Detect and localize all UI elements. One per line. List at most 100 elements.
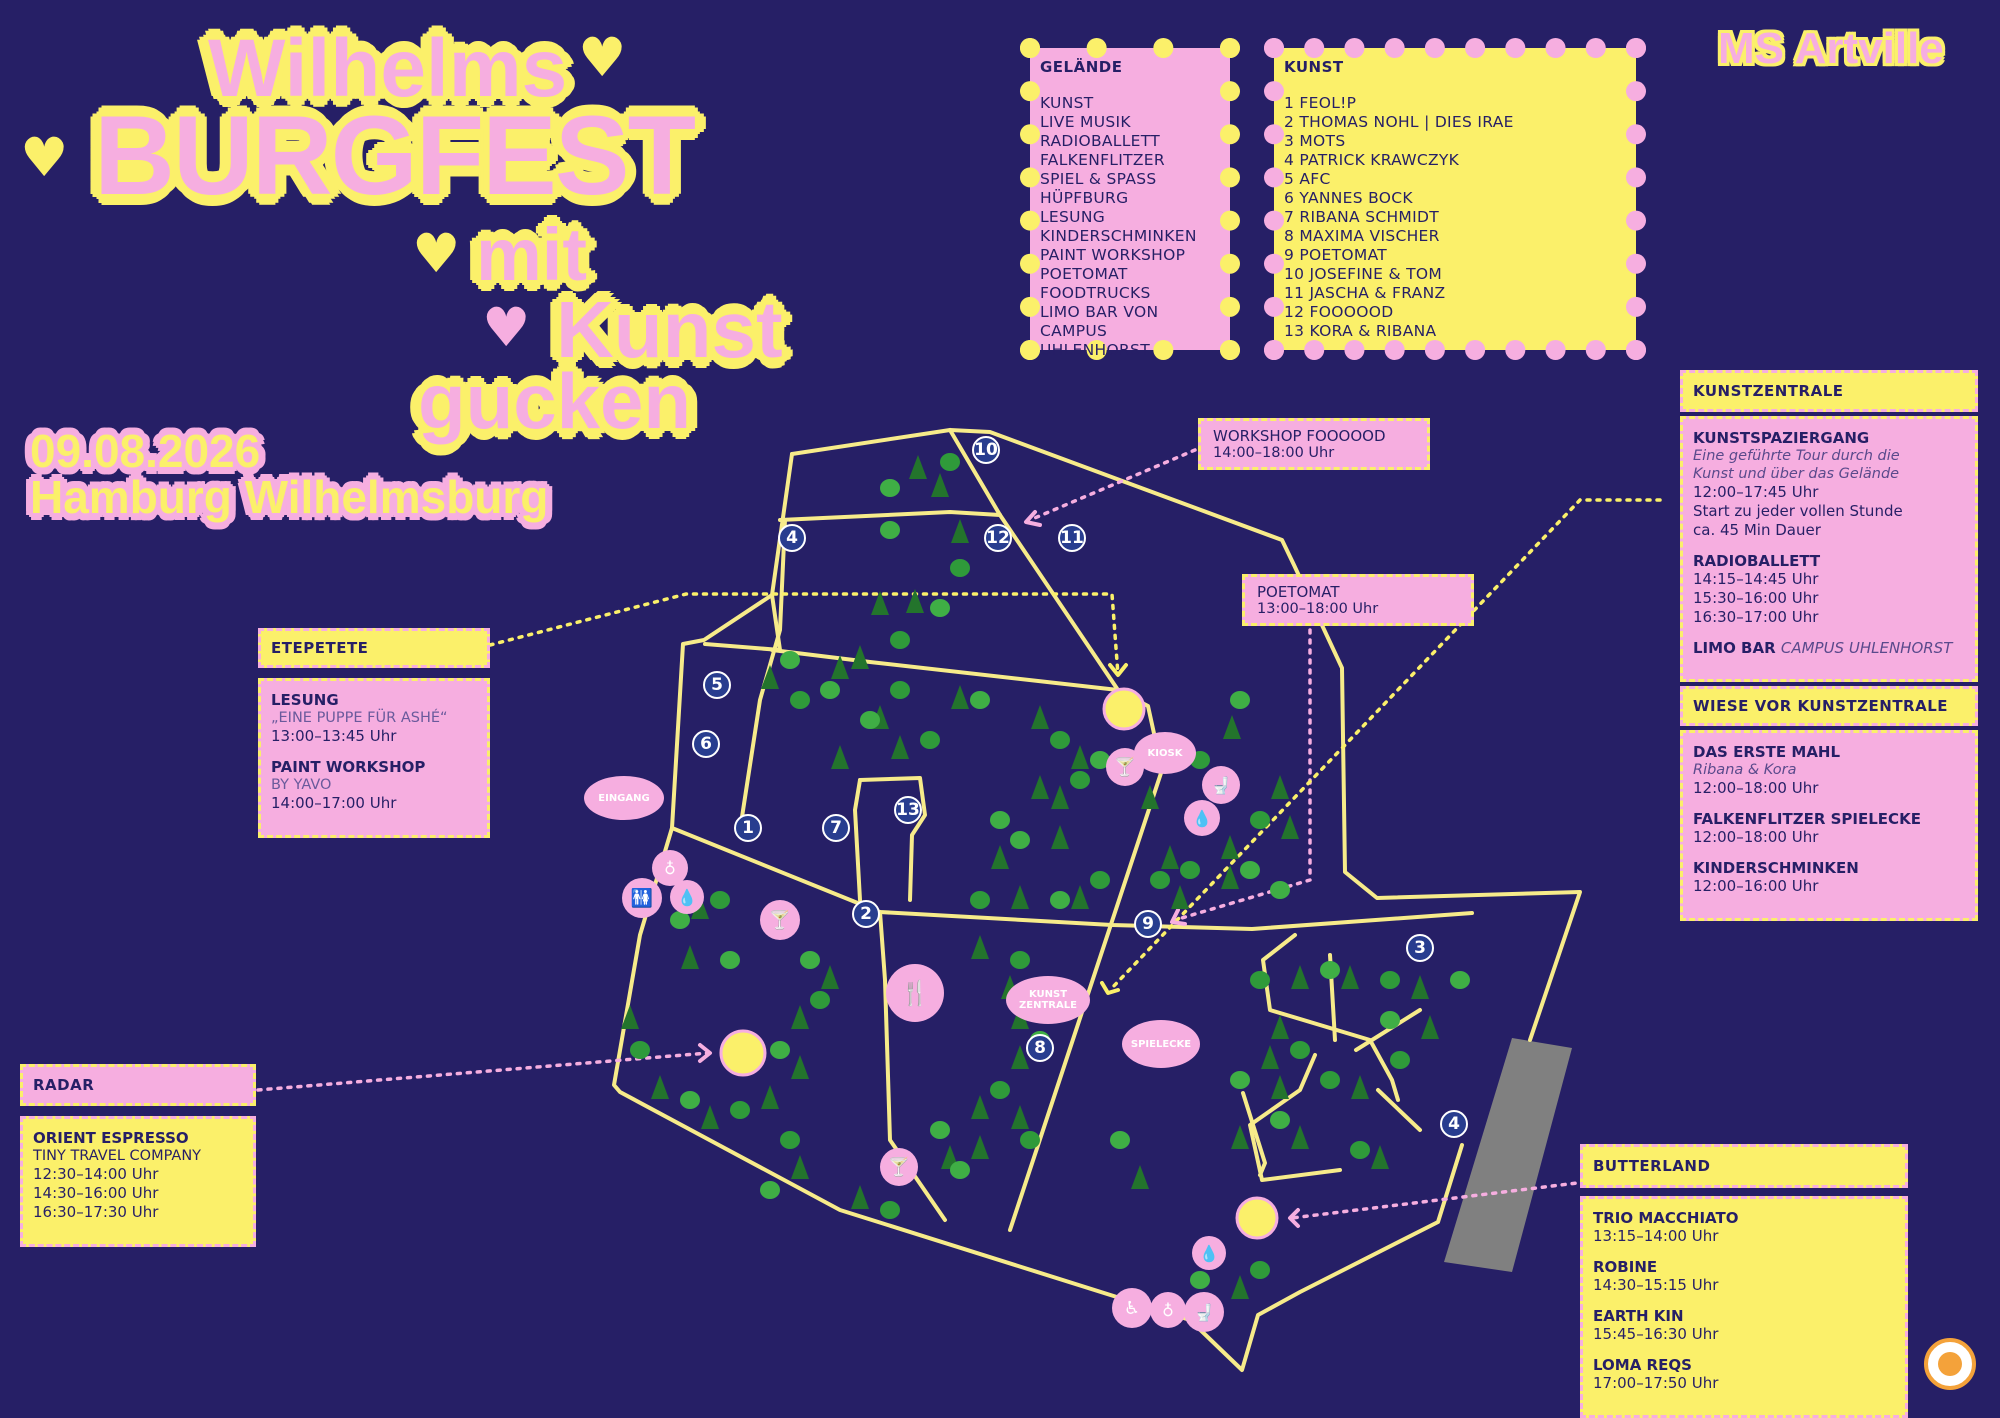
tree [820, 681, 840, 699]
cocktail-icon: 🍸 [880, 1148, 918, 1186]
kunstzentrale-label: KUNST ZENTRALE [1006, 976, 1090, 1024]
event-entry: LESUNG„EINE PUPPE FÜR ASHÉ“13:00–13:45 U… [271, 691, 477, 746]
tree [1411, 975, 1429, 999]
tree [1190, 1271, 1210, 1289]
frame-dot [1424, 38, 1445, 58]
artwork-marker-10[interactable]: 10 [972, 436, 1000, 464]
tree [920, 731, 940, 749]
tree [1011, 885, 1029, 909]
title-line-gucken: gucken [418, 357, 692, 445]
event-name: PAINT WORKSHOP [271, 758, 426, 776]
tree [800, 951, 820, 969]
event-time: 12:30–14:00 Uhr 14:30–16:00 Uhr 16:30–17… [33, 1165, 159, 1221]
kunst-item: 12 FOOOOOD [1284, 303, 1394, 321]
frame-dot [1153, 340, 1174, 360]
tree [1131, 1165, 1149, 1189]
event-time: 14:15–14:45 Uhr 15:30–16:00 Uhr 16:30–17… [1693, 570, 1819, 626]
artwork-marker-6[interactable]: 6 [692, 730, 720, 758]
artwork-marker-12[interactable]: 12 [984, 524, 1012, 552]
artwork-marker-9[interactable]: 9 [1134, 910, 1162, 938]
tree [1250, 811, 1270, 829]
brand-logo-text: MS Artville [1718, 24, 1944, 73]
tree [1290, 1041, 1310, 1059]
tree [1070, 771, 1090, 789]
gelaende-item: FALKENFLITZER SPIEL & SPASS [1040, 151, 1165, 188]
frame-dot [1020, 38, 1040, 58]
event-time: 12:00–18:00 Uhr [1693, 828, 1819, 846]
tree [880, 1201, 900, 1219]
event-sub: „EINE PUPPE FÜR ASHÉ“ [271, 710, 448, 726]
arrowheads [698, 510, 1300, 1228]
food-icon: 🍴 [886, 964, 944, 1022]
kunst-item: 13 KORA & RIBANA [1284, 322, 1437, 340]
tree [1020, 1131, 1040, 1149]
artwork-marker-7[interactable]: 7 [822, 814, 850, 842]
frame-dot [1220, 124, 1240, 145]
workshop-title: WORKSHOP FOOOOOD [1213, 427, 1386, 445]
artwork-marker-8[interactable]: 8 [1026, 1034, 1054, 1062]
event-name: ORIENT ESPRESSO [33, 1129, 189, 1147]
event-name: EARTH KIN [1593, 1307, 1684, 1325]
tree [630, 1041, 650, 1059]
artwork-marker-13[interactable]: 13 [894, 796, 922, 824]
heart-icon: ♥ [20, 126, 69, 189]
tree [831, 745, 849, 769]
tree [1090, 751, 1110, 769]
tree [701, 1105, 719, 1129]
tree [880, 479, 900, 497]
kiosk-label: KIOSK [1134, 732, 1196, 774]
tree [1071, 885, 1089, 909]
gelaende-header: GELÄNDE [1040, 58, 1123, 76]
artwork-marker-1[interactable]: 1 [734, 814, 762, 842]
artwork-marker-5[interactable]: 5 [703, 671, 731, 699]
event-name: KUNSTSPAZIERGANG [1693, 429, 1870, 447]
frame-dot [1264, 38, 1284, 58]
artwork-marker-4[interactable]: 4 [1440, 1110, 1468, 1138]
tree [791, 1055, 809, 1079]
tree [851, 1185, 869, 1209]
frame-dot [1220, 210, 1240, 231]
event-entry: LIMO BAR Campus Uhlenhorst [1693, 639, 1965, 657]
tree [880, 521, 900, 539]
water-drop-icon: 💧 [670, 880, 704, 914]
artwork-marker-3[interactable]: 3 [1406, 934, 1434, 962]
frame-dot [1264, 167, 1284, 188]
tree [1010, 951, 1030, 969]
gelaende-item: KUNST [1040, 94, 1094, 112]
tree [990, 1081, 1010, 1099]
water-drop-icon: 💧 [1192, 1236, 1226, 1270]
event-name: ROBINE [1593, 1258, 1658, 1276]
kunst-item: 6 YANNES BOCK [1284, 189, 1413, 207]
tree [1421, 1015, 1439, 1039]
frame-dot [1220, 340, 1240, 360]
gelaende-item: RADIOBALLETT [1040, 132, 1161, 150]
event-name: DAS ERSTE MAHL [1693, 743, 1841, 761]
tree [1031, 775, 1049, 799]
frame-dot [1304, 38, 1325, 58]
tree [950, 1161, 970, 1179]
tree [1261, 1045, 1279, 1069]
frame-dot [1545, 340, 1566, 360]
frame-dot [1626, 81, 1646, 102]
wheelchair-icon: ♿ [1112, 1288, 1152, 1328]
frame-dot [1304, 340, 1325, 360]
tree [1320, 1071, 1340, 1089]
artwork-marker-2[interactable]: 2 [852, 900, 880, 928]
tree [1221, 835, 1239, 859]
artwork-marker-4[interactable]: 4 [778, 524, 806, 552]
frame-dot [1626, 296, 1646, 317]
tree [761, 665, 779, 689]
artwork-marker-11[interactable]: 11 [1058, 524, 1086, 552]
event-location: Hamburg Wilhelmsburg [30, 471, 549, 523]
tree [1371, 1145, 1389, 1169]
